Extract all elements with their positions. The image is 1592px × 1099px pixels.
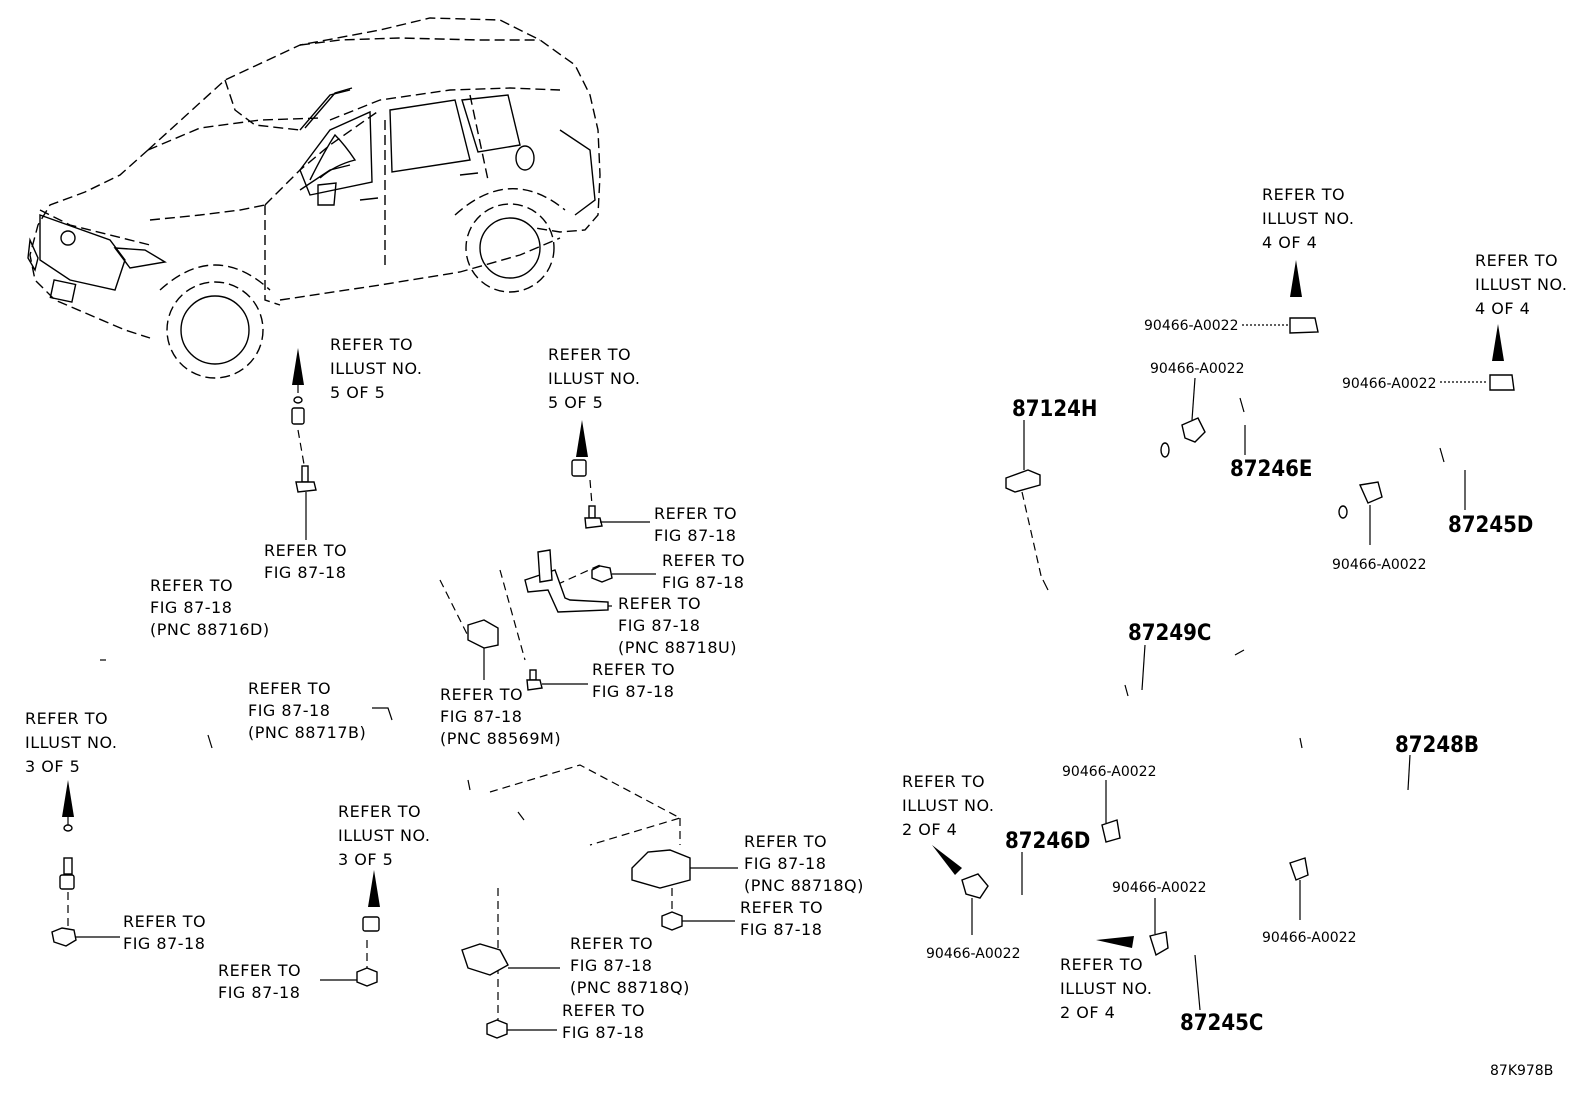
part-87124H: 87124H: [1012, 397, 1097, 422]
clamp-code-1: 90466-A0022: [1144, 318, 1239, 334]
hose-87249C: [1037, 442, 1278, 825]
hose-87248B: [1222, 505, 1473, 863]
vehicle-outline: [27, 17, 601, 379]
clamp-code-2: 90466-A0022: [1150, 361, 1245, 377]
part-numbers: 87124H 87246E 87245D 87249C 87248B 87246…: [926, 318, 1553, 1079]
hose-87246E: [1205, 340, 1300, 425]
part-87245D: 87245D: [1448, 513, 1533, 538]
part-87245C: 87245C: [1180, 1011, 1263, 1036]
clamp-code-6: 90466-A0022: [1112, 880, 1207, 896]
illustration-code: 87K978B: [1490, 1063, 1553, 1079]
hose-87245C: [1175, 873, 1280, 960]
leader-lines: [1021, 425, 1466, 1011]
clamp-code-5: 90466-A0022: [1062, 764, 1157, 780]
hose-88716D: [51, 396, 322, 947]
part-87249C: 87249C: [1128, 621, 1211, 646]
hose-connector: [1322, 847, 1373, 863]
clamp-code-7: 90466-A0022: [1262, 930, 1357, 946]
clamp-code-4: 90466-A0022: [1332, 557, 1427, 573]
part-87246E: 87246E: [1230, 457, 1312, 482]
clamp-code-8: 90466-A0022: [926, 946, 1021, 962]
hose-88717B: [320, 459, 738, 1039]
part-87246D: 87246D: [1005, 829, 1090, 854]
hose-87245D: [1383, 395, 1502, 485]
clamp-code-3: 90466-A0022: [1342, 376, 1437, 392]
part-87248B: 87248B: [1395, 733, 1479, 758]
clamp-icon: [961, 317, 1515, 957]
hose-87246D: [988, 830, 1117, 910]
arrow-icon: [62, 260, 1504, 948]
bracket-87124H: [1005, 420, 1043, 581]
